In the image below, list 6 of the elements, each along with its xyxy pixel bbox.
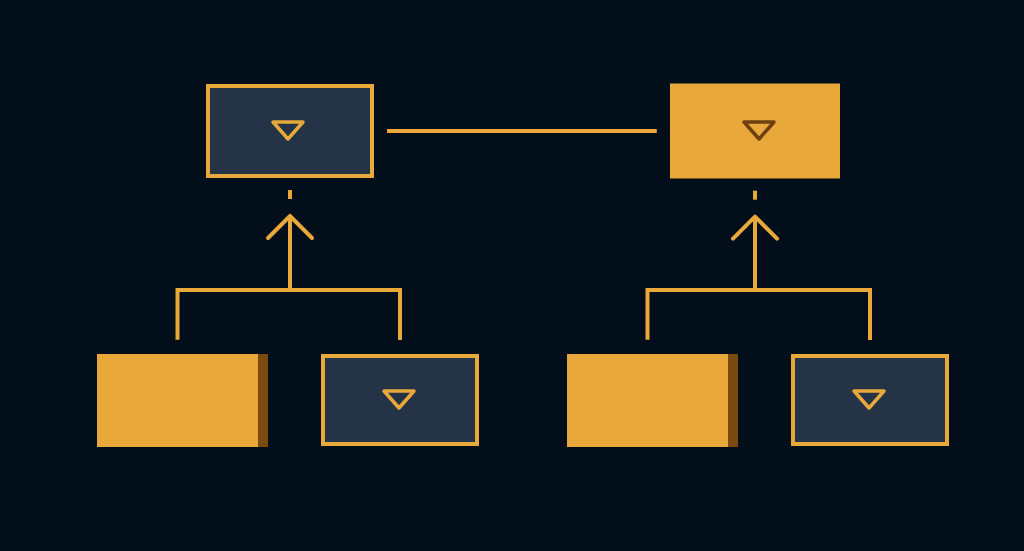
box bbox=[670, 83, 840, 179]
box bbox=[791, 354, 949, 446]
box bbox=[321, 354, 479, 446]
box bbox=[97, 354, 268, 447]
box bbox=[206, 84, 374, 178]
box bbox=[567, 354, 738, 447]
